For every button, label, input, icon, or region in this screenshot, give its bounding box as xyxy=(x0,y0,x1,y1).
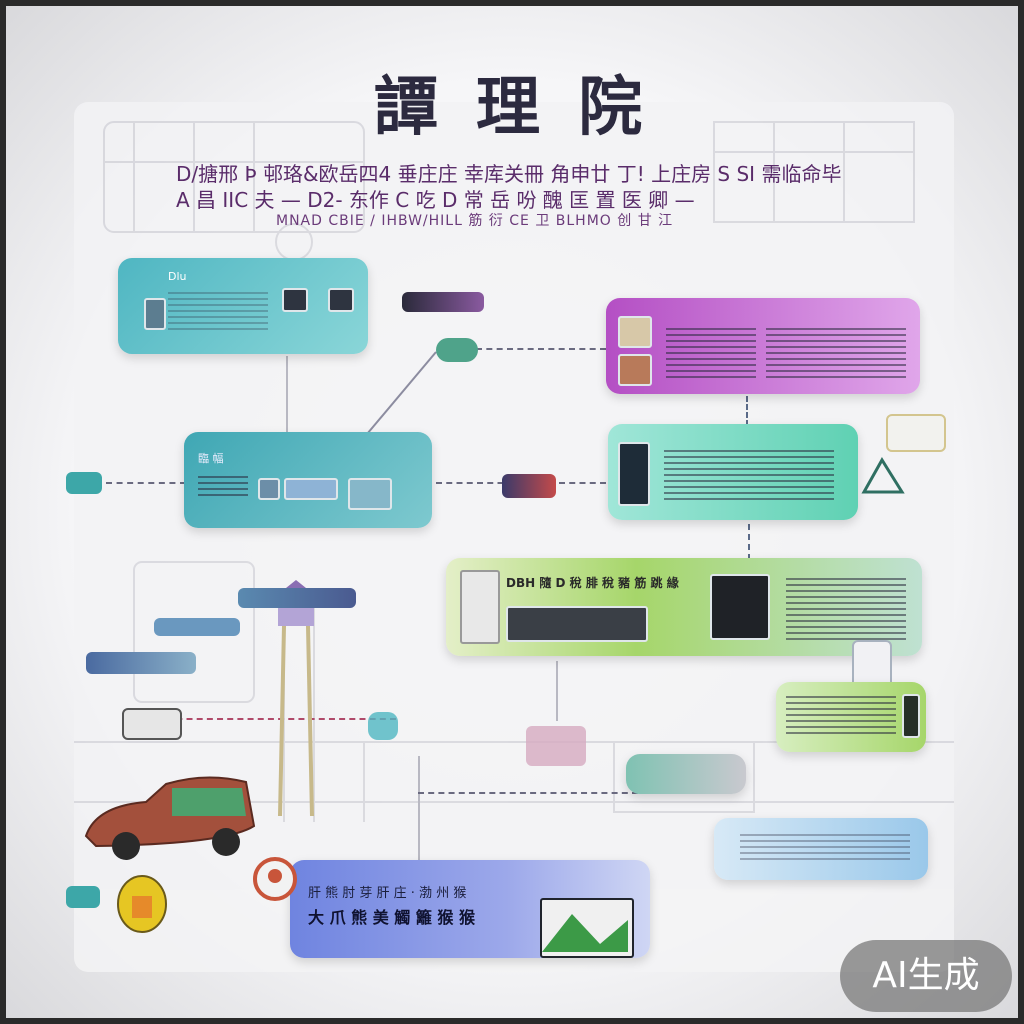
card-mint[interactable] xyxy=(608,424,858,520)
card-image xyxy=(284,478,338,500)
card-label: 肝 熊 肘 芽 肝 庄 · 渤 州 猴 xyxy=(308,886,467,901)
card-image xyxy=(902,694,920,738)
card-image xyxy=(710,574,770,640)
card-light-blue[interactable] xyxy=(714,818,928,880)
card-text-lines xyxy=(666,328,756,382)
card-label: Dlu xyxy=(168,270,187,283)
connector-dashed xyxy=(418,792,638,794)
connector-node xyxy=(436,338,478,362)
connector-vertical xyxy=(418,756,420,866)
ai-generated-badge: AI生成 xyxy=(840,940,1012,1012)
hanger-icon xyxy=(861,457,905,494)
car-illustration xyxy=(84,776,256,860)
card-teal-middle[interactable]: 臨 幅 xyxy=(184,432,432,528)
connector-dashed xyxy=(476,348,606,350)
card-text-lines xyxy=(740,834,910,864)
card-text-lines xyxy=(786,578,906,640)
card-label: 大 爪 熊 美 觸 籬 猴 猴 xyxy=(308,908,475,927)
card-gray-small[interactable] xyxy=(626,754,746,794)
left-tag xyxy=(66,886,100,908)
card-text-lines xyxy=(766,328,906,382)
card-green[interactable]: DBH 隨 D 稅 腓 稅 豬 筋 跳 緣 xyxy=(446,558,922,656)
connector-dashed xyxy=(156,718,396,720)
card-image xyxy=(258,478,280,500)
connector-node xyxy=(526,726,586,766)
connector-vertical xyxy=(746,396,748,426)
card-image xyxy=(506,606,648,642)
avatar-icon xyxy=(253,857,297,901)
subtitle-line-1: D/搪邢 Þ 邨珞&欧岳四4 垂庄庄 幸库关冊 角申廿 丁! 上庄房 S SI … xyxy=(176,162,842,186)
connector-vertical xyxy=(286,356,288,436)
card-label: DBH 隨 D 稅 腓 稅 豬 筋 跳 緣 xyxy=(506,576,679,590)
card-image xyxy=(328,288,354,312)
mountain-icon xyxy=(542,914,628,952)
card-label: 臨 幅 xyxy=(198,452,224,465)
character-icon xyxy=(117,875,167,933)
tower-illustration xyxy=(276,580,316,817)
mint-side-widget xyxy=(886,414,946,452)
card-image xyxy=(348,478,392,510)
subtitle-line-3: MNAD CBIE / IHBW/HILL 筋 衍 CE 卫 BLHMO 创 甘… xyxy=(276,213,674,229)
card-image xyxy=(618,442,650,506)
connector-diagonal xyxy=(361,351,437,441)
card-image xyxy=(144,298,166,330)
connector-node xyxy=(502,474,556,498)
floating-tag xyxy=(86,652,196,674)
subtitle-line-2: A 昌 IIC 夫 — D2- 东作 C 吃 D 常 岳 吩 醜 匡 置 医 卿… xyxy=(176,188,695,212)
card-blue-bottom[interactable]: 肝 熊 肘 芽 肝 庄 · 渤 州 猴 大 爪 熊 美 觸 籬 猴 猴 xyxy=(290,860,650,958)
card-text-lines xyxy=(168,292,268,332)
panel-widget xyxy=(122,708,182,740)
page-title: 譚 理 院 xyxy=(373,70,651,145)
card-text-lines xyxy=(786,696,896,736)
card-image xyxy=(540,898,634,958)
card-image xyxy=(618,316,652,348)
floating-tag xyxy=(402,292,484,312)
canvas: 譚 理 院 D/搪邢 Þ 邨珞&欧岳四4 垂庄庄 幸库关冊 角申廿 丁! 上庄房… xyxy=(6,6,1018,1018)
card-image xyxy=(618,354,652,386)
card-teal-top[interactable]: Dlu xyxy=(118,258,368,354)
card-lime-small[interactable] xyxy=(776,682,926,752)
card-image xyxy=(282,288,308,312)
card-purple[interactable] xyxy=(606,298,920,394)
connector-vertical xyxy=(556,661,558,721)
connector-vertical xyxy=(748,524,750,560)
connector-node xyxy=(368,712,398,740)
left-tag xyxy=(66,472,102,494)
connector-dashed xyxy=(106,482,186,484)
card-text-lines xyxy=(198,476,248,500)
floating-tag xyxy=(154,618,240,636)
card-text-lines xyxy=(664,450,834,502)
floating-tag xyxy=(238,588,356,608)
card-image xyxy=(460,570,500,644)
